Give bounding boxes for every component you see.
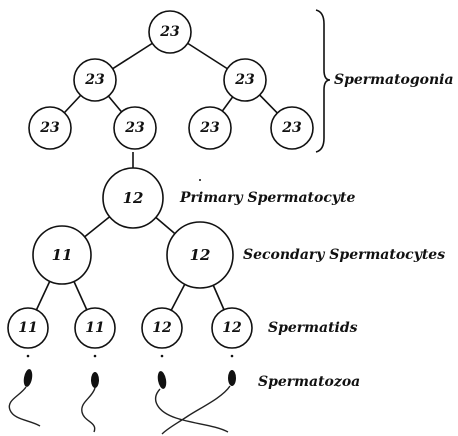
spermatogonia-brace <box>315 9 331 153</box>
connector-dots <box>26 179 234 358</box>
chromosome-count: 23 <box>84 72 105 88</box>
spermatozoon <box>8 369 41 427</box>
chromosome-count: 12 <box>123 189 144 207</box>
label-secondary-spermatocytes: Secondary Spermatocytes <box>243 247 445 263</box>
primary-spermatocyte-cell: 12 <box>102 167 164 229</box>
label-spermatids: Spermatids <box>268 320 358 336</box>
spermatozoon <box>155 371 229 433</box>
spermatogonium-cell: 23 <box>148 10 192 54</box>
chromosome-count: 12 <box>190 246 211 264</box>
spermatogonium-cell: 23 <box>28 106 72 150</box>
spermatogonium-cell: 23 <box>188 106 232 150</box>
secondary-spermatocyte-cell: 11 <box>32 225 92 285</box>
spermatid-cell: 11 <box>74 307 116 349</box>
chromosome-count: 12 <box>222 320 242 336</box>
chromosome-count: 23 <box>234 72 255 88</box>
label-primary-spermatocyte: Primary Spermatocyte <box>179 190 355 206</box>
chromosome-count: 11 <box>52 246 73 264</box>
spermatid-cell: 12 <box>141 307 183 349</box>
spermatogonium-cell: 23 <box>113 106 157 150</box>
chromosome-count: 11 <box>85 320 104 336</box>
secondary-spermatocyte-cell: 12 <box>166 221 234 289</box>
spermatogonium-cell: 23 <box>73 58 117 102</box>
spermatogonium-cell: 23 <box>270 106 314 150</box>
spermatid-cell: 12 <box>211 307 253 349</box>
spermatozoon <box>161 370 236 435</box>
spermatid-cell: 11 <box>7 307 49 349</box>
chromosome-count: 12 <box>152 320 172 336</box>
chromosome-count: 11 <box>18 320 37 336</box>
label-spermatozoa: Spermatozoa <box>258 374 360 390</box>
chromosome-count: 23 <box>199 120 220 136</box>
spermatogonium-cell: 23 <box>223 58 267 102</box>
spermatozoon <box>81 372 99 433</box>
chromosome-count: 23 <box>159 24 180 40</box>
chromosome-count: 23 <box>124 120 145 136</box>
label-spermatogonia: Spermatogonia <box>334 72 454 88</box>
chromosome-count: 23 <box>281 120 302 136</box>
chromosome-count: 23 <box>39 120 60 136</box>
